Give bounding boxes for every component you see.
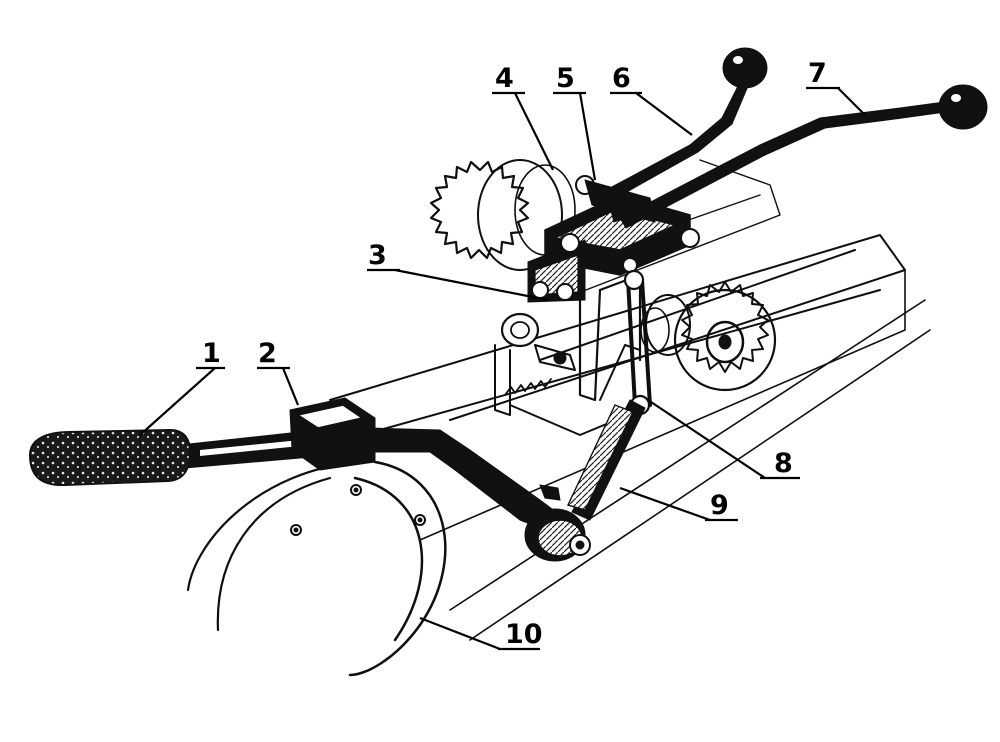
callout-label-10: 10: [505, 619, 543, 650]
lever-9: [567, 399, 646, 521]
grip-1: [28, 428, 192, 487]
callout-label-3: 3: [368, 240, 387, 271]
callout-label-4: 4: [495, 63, 514, 94]
callout-label-5: 5: [556, 63, 575, 94]
callout-1: 1: [139, 338, 225, 436]
callout-8: 8: [647, 399, 800, 480]
callout-label-8: 8: [774, 448, 793, 479]
callout-5: 5: [553, 63, 597, 181]
link-rod-8: [623, 269, 652, 416]
front-sprocket: [640, 281, 777, 392]
main-handle: [179, 397, 591, 562]
callout-9: 9: [619, 486, 738, 522]
callout-label-9: 9: [710, 490, 729, 521]
clutch-block: [527, 175, 700, 303]
lever-6: [609, 47, 768, 199]
callout-label-7: 7: [808, 58, 827, 89]
support-bracket: [494, 268, 642, 436]
drum: [186, 460, 447, 677]
callout-label-1: 1: [202, 338, 221, 369]
callout-6: 6: [610, 63, 693, 136]
callout-10: 10: [419, 616, 543, 651]
callout-label-2: 2: [258, 338, 277, 369]
callout-2: 2: [257, 338, 300, 406]
callout-4: 4: [492, 63, 554, 171]
callout-label-6: 6: [612, 63, 631, 94]
callout-7: 7: [806, 58, 866, 116]
guide-rails: [329, 159, 931, 641]
lever-7: [619, 84, 988, 229]
callout-3: 3: [367, 240, 549, 302]
